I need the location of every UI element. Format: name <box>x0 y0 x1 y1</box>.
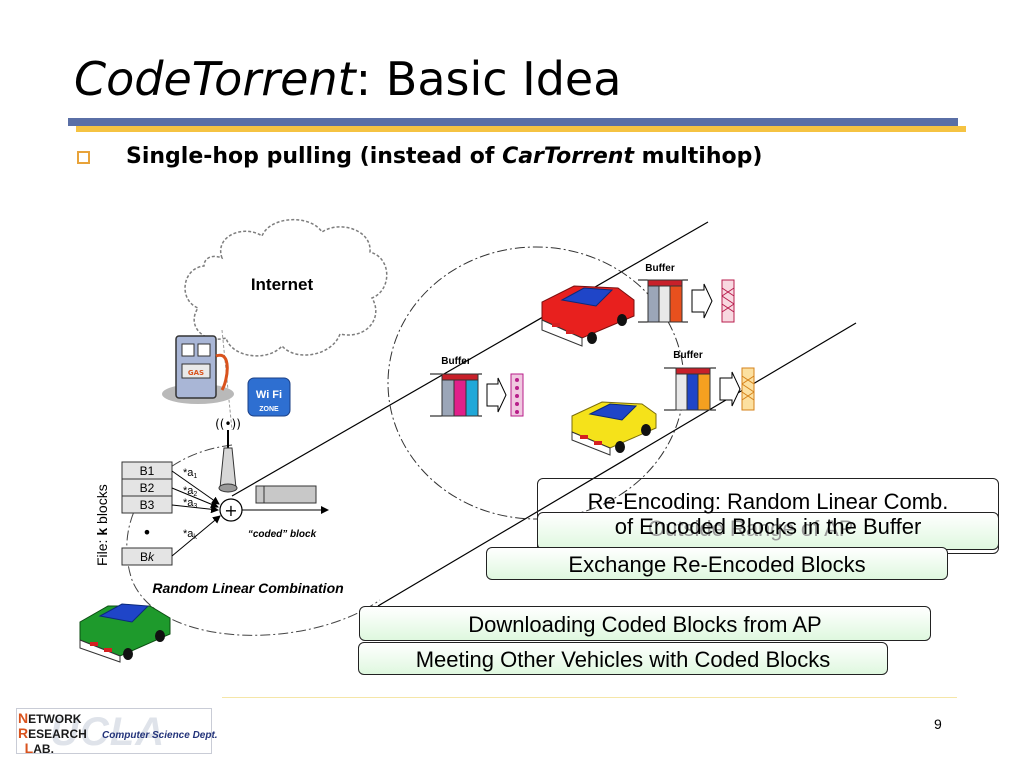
coded-block <box>255 485 317 504</box>
nrl-ucla-logo: UCLA NETWORK RESEARCH LAB. Computer Scie… <box>16 708 218 756</box>
block-b1-label: B1 <box>140 464 155 478</box>
coeff-ak: *ak <box>183 528 197 541</box>
buffer-label: Buffer <box>441 356 471 367</box>
title-rest: : Basic Idea <box>355 52 622 106</box>
page-number: 9 <box>934 716 942 732</box>
reencoding-line2: of Encoded Blocks in the Buffer <box>614 514 922 539</box>
wifi-label: Wi Fi <box>256 389 282 401</box>
diagram-canvas: Internet GAS Wi Fi ZONE ((•)) File: k bl… <box>79 219 857 663</box>
antenna-waves: ((•)) <box>215 417 241 431</box>
coeff-a2: *a2 <box>183 485 197 498</box>
green-car-icon <box>79 603 171 663</box>
wifi-zone-label: ZONE <box>259 406 279 413</box>
slide-title: CodeTorrent: Basic Idea <box>74 52 621 106</box>
logo-ucla-watermark: UCLA <box>50 710 166 754</box>
gas-pump-icon: GAS <box>162 335 234 404</box>
block-b3 <box>121 495 173 514</box>
arrow-b1 <box>171 470 220 505</box>
title-rule-gold <box>76 126 966 132</box>
internet-cloud: Internet <box>184 219 388 357</box>
block-bk <box>121 547 173 566</box>
buffer-label: Buffer <box>645 263 675 274</box>
bullet-prefix: Single-hop pulling (instead of <box>126 144 503 169</box>
bullet-square-icon <box>77 151 90 164</box>
red-car-icon <box>541 285 635 347</box>
logo-frame <box>16 708 212 754</box>
title-italic: CodeTorrent <box>74 52 356 106</box>
adder-plus: + <box>224 501 237 520</box>
coeff-a1: *a1 <box>183 467 197 480</box>
callout-exchange: Exchange Re-Encoded Blocks <box>486 547 948 580</box>
access-point-icon: ((•)) <box>215 417 241 493</box>
buffer-label: Buffer <box>673 350 703 361</box>
buffer-red-car: Buffer <box>638 263 735 323</box>
block-bk-label: Bk <box>140 550 155 564</box>
logo-dept-text: Computer Science Dept. <box>102 730 218 741</box>
coded-block-label: “coded” block <box>248 529 317 540</box>
callout-downloading: Downloading Coded Blocks from AP <box>359 606 931 641</box>
title-rule-blue <box>68 118 958 126</box>
meeting-label: Meeting Other Vehicles with Coded Blocks <box>415 647 831 672</box>
arrow-b3 <box>171 504 219 514</box>
internet-label: Internet <box>251 275 314 294</box>
yellow-car-icon <box>571 401 657 456</box>
reencoding-line1: Re-Encoding: Random Linear Comb. <box>587 489 949 514</box>
footer-divider <box>222 697 957 698</box>
arrow-bk <box>171 515 221 557</box>
block-b3-label: B3 <box>140 498 155 512</box>
file-blocks: File: k blocks B1 B2 B3 • Bk <box>94 461 173 566</box>
file-label: File: k blocks <box>94 484 110 566</box>
callout-outside-range <box>537 512 999 550</box>
buffer-middle: Buffer <box>430 356 524 417</box>
buffer-yellow-car: Buffer <box>664 350 755 411</box>
bullet-italic: CarTorrent <box>502 144 634 169</box>
road-line-upper <box>231 221 709 497</box>
callout-meeting: Meeting Other Vehicles with Coded Blocks <box>358 642 888 675</box>
gas-label: GAS <box>188 369 204 377</box>
arrow-b2 <box>171 487 219 509</box>
downloading-label: Downloading Coded Blocks from AP <box>468 612 822 637</box>
rlc-label: Random Linear Combination <box>152 580 343 596</box>
coefficients: *a1 *a2 *a3 *ak <box>183 467 197 541</box>
bullet-text: Single-hop pulling (instead of CarTorren… <box>126 144 762 169</box>
bullet-suffix: multihop) <box>634 144 763 169</box>
coeff-a3: *a3 <box>183 497 197 510</box>
logo-nrl-text: NETWORK RESEARCH LAB. <box>18 710 87 756</box>
road-line-lower <box>377 322 857 607</box>
wifi-zone-icon: Wi Fi ZONE <box>247 377 291 417</box>
outside-range-label: Outside Range of AP <box>648 516 854 541</box>
block-b2-label: B2 <box>140 481 155 495</box>
callout-reencoding: Re-Encoding: Random Linear Comb. of Enco… <box>537 478 999 554</box>
exchange-label: Exchange Re-Encoded Blocks <box>568 552 866 577</box>
block-ellipsis-dot: • <box>142 523 151 542</box>
